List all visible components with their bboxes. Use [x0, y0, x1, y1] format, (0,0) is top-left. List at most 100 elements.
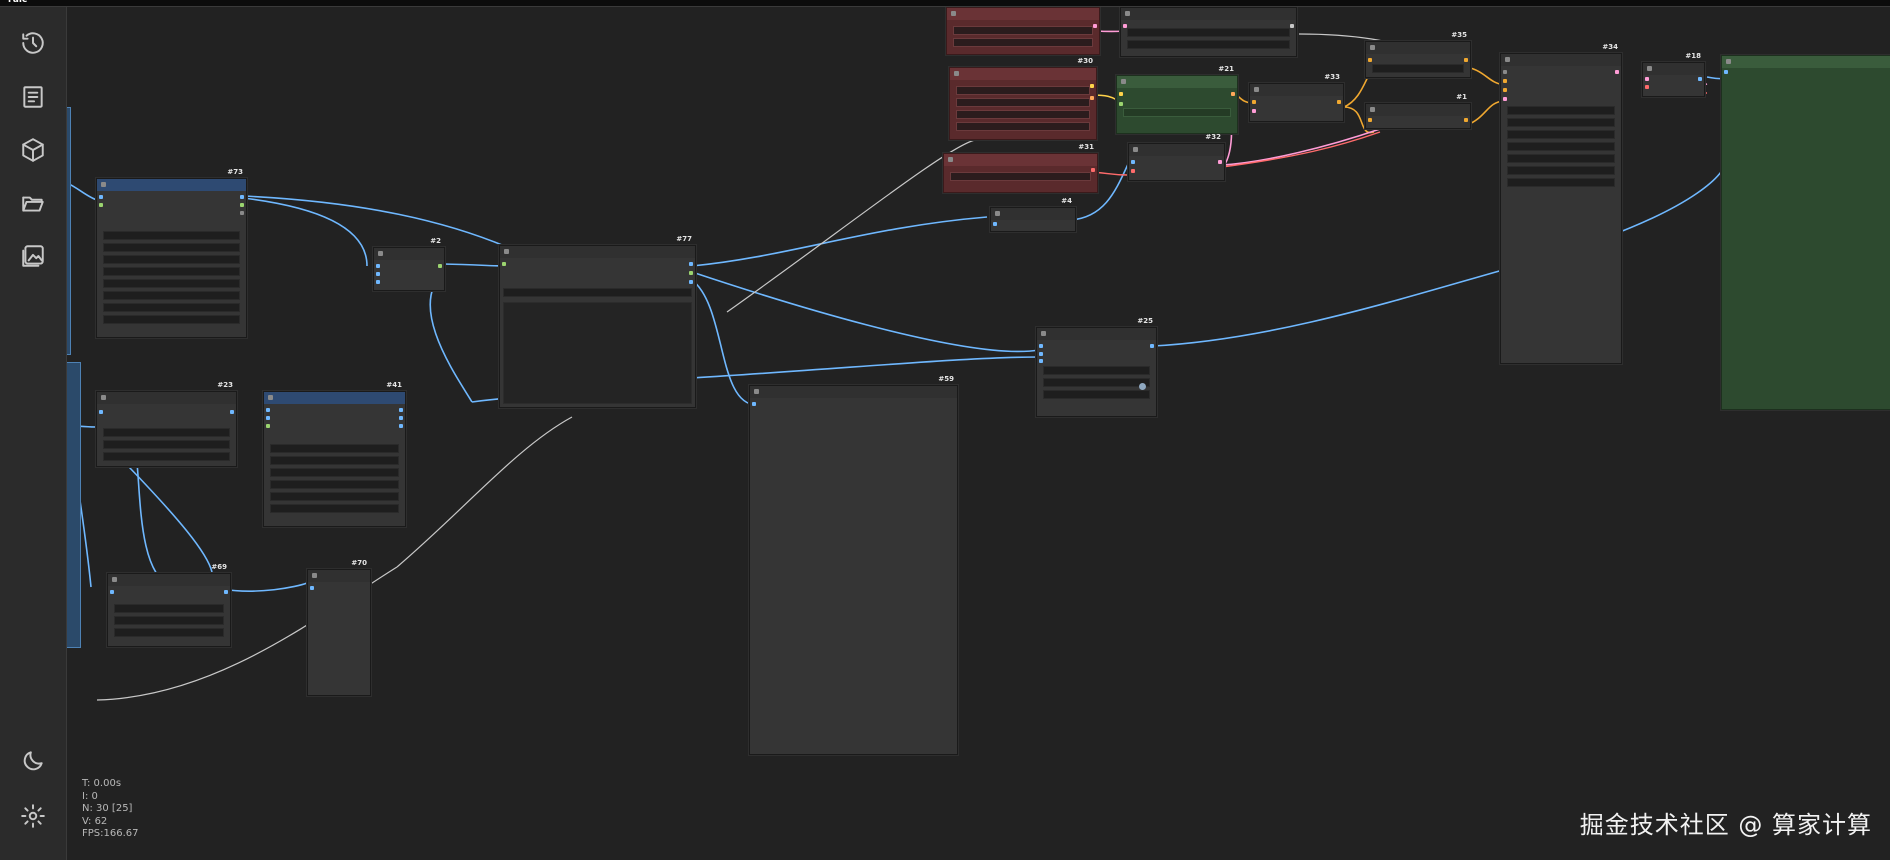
graph-node[interactable]: #2 — [373, 237, 445, 291]
collapse-dot[interactable] — [1370, 45, 1375, 50]
node-header[interactable] — [308, 570, 370, 582]
node-header[interactable] — [750, 386, 957, 398]
collapse-dot[interactable] — [1370, 107, 1375, 112]
node-header[interactable] — [97, 392, 236, 404]
node-id: #1 — [1456, 93, 1467, 101]
node-header[interactable] — [1117, 76, 1237, 88]
collapse-dot[interactable] — [754, 389, 759, 394]
window-title: ruic — [8, 0, 28, 5]
collapse-dot[interactable] — [101, 395, 106, 400]
title-bar: ruic — [0, 0, 1890, 7]
node-header[interactable] — [1121, 8, 1296, 20]
graph-node[interactable] — [946, 7, 1100, 55]
moon-icon[interactable] — [13, 741, 53, 781]
node-id: #34 — [1602, 43, 1618, 51]
graph-node[interactable]: #77 — [499, 235, 696, 408]
node-id: #21 — [1218, 65, 1234, 73]
node-id: #77 — [676, 235, 692, 243]
node-id: #69 — [211, 563, 227, 571]
graph-node[interactable]: #4 — [990, 197, 1076, 232]
collapse-dot[interactable] — [1254, 87, 1259, 92]
collapse-dot[interactable] — [951, 11, 956, 16]
history-icon[interactable] — [13, 23, 53, 63]
node-header[interactable] — [950, 68, 1096, 80]
document-icon[interactable] — [13, 77, 53, 117]
collapse-dot[interactable] — [101, 182, 106, 187]
node-header[interactable] — [1366, 104, 1470, 116]
node-header[interactable] — [97, 179, 246, 191]
node-header[interactable] — [108, 574, 230, 586]
graph-node[interactable]: #32 — [1128, 133, 1225, 181]
image-icon[interactable] — [13, 236, 53, 276]
graph-node[interactable]: #21 — [1116, 65, 1238, 134]
collapse-dot[interactable] — [1121, 79, 1126, 84]
graph-node[interactable]: #34 — [1500, 43, 1622, 364]
node-header[interactable] — [1366, 42, 1470, 54]
graph-node[interactable]: #30 — [949, 57, 1097, 140]
collapse-dot[interactable] — [1125, 11, 1130, 16]
node-id: #25 — [1137, 317, 1153, 325]
collapse-dot[interactable] — [1133, 147, 1138, 152]
group-frame — [67, 362, 81, 648]
node-id: #73 — [227, 168, 243, 176]
canvas-stats: T: 0.00s I: 0 N: 30 [25] V: 62 FPS:166.6… — [82, 778, 139, 841]
node-header[interactable] — [264, 392, 405, 404]
gear-icon[interactable] — [13, 796, 53, 836]
node-header[interactable] — [1643, 63, 1704, 75]
node-id: #70 — [351, 559, 367, 567]
node-header[interactable] — [374, 248, 444, 260]
node-id: #30 — [1077, 57, 1093, 65]
collapse-dot[interactable] — [1647, 66, 1652, 71]
node-id: #33 — [1324, 73, 1340, 81]
node-header[interactable] — [991, 208, 1075, 220]
collapse-dot[interactable] — [1726, 59, 1731, 64]
collapse-dot[interactable] — [378, 251, 383, 256]
stat-nodes: N: 30 [25] — [82, 803, 133, 814]
node-header[interactable] — [1129, 144, 1224, 156]
folder-open-icon[interactable] — [13, 183, 53, 223]
graph-node[interactable]: #31 — [943, 143, 1098, 193]
graph-node[interactable]: #73 — [96, 168, 247, 338]
node-header[interactable] — [1250, 84, 1343, 96]
node-header[interactable] — [947, 8, 1099, 20]
graph-node[interactable]: #23 — [96, 381, 237, 467]
stat-iterations: I: 0 — [82, 790, 98, 802]
collapse-dot[interactable] — [312, 573, 317, 578]
node-id: #41 — [386, 381, 402, 389]
node-header[interactable] — [1722, 56, 1890, 68]
group-frame — [67, 107, 71, 355]
graph-canvas[interactable]: #73 #2 #77 #59 #25 — [67, 7, 1890, 860]
collapse-dot[interactable] — [954, 71, 959, 76]
node-header[interactable] — [500, 246, 695, 258]
cube-icon[interactable] — [13, 130, 53, 170]
collapse-dot[interactable] — [1041, 331, 1046, 336]
node-id: #35 — [1451, 31, 1467, 39]
node-header[interactable] — [1501, 54, 1621, 66]
collapse-dot[interactable] — [268, 395, 273, 400]
node-id: #2 — [430, 237, 441, 245]
collapse-dot[interactable] — [948, 157, 953, 162]
graph-node[interactable]: #25 — [1036, 317, 1157, 417]
collapse-dot[interactable] — [1505, 57, 1510, 62]
stat-fps: FPS:166.67 — [82, 828, 139, 839]
graph-node[interactable]: #35 — [1365, 31, 1471, 78]
graph-node[interactable]: #33 — [1249, 73, 1344, 122]
graph-node[interactable]: #59 — [749, 375, 958, 755]
graph-node[interactable]: #1 — [1365, 93, 1471, 129]
graph-node[interactable]: #41 — [263, 381, 406, 527]
sidebar — [0, 7, 67, 860]
graph-node[interactable]: #70 — [307, 559, 371, 696]
node-id: #4 — [1061, 197, 1072, 205]
watermark: 掘金技术社区 @ 算家计算 — [1579, 811, 1872, 839]
collapse-dot[interactable] — [112, 577, 117, 582]
node-id: #18 — [1685, 52, 1701, 60]
collapse-dot[interactable] — [504, 249, 509, 254]
graph-node[interactable] — [1721, 55, 1890, 410]
graph-node[interactable] — [1120, 7, 1297, 57]
collapse-dot[interactable] — [995, 211, 1000, 216]
node-header[interactable] — [1037, 328, 1156, 340]
node-id: #23 — [217, 381, 233, 389]
graph-node[interactable]: #18 — [1642, 52, 1705, 97]
graph-node[interactable]: #69 — [107, 563, 231, 647]
node-header[interactable] — [944, 154, 1097, 166]
